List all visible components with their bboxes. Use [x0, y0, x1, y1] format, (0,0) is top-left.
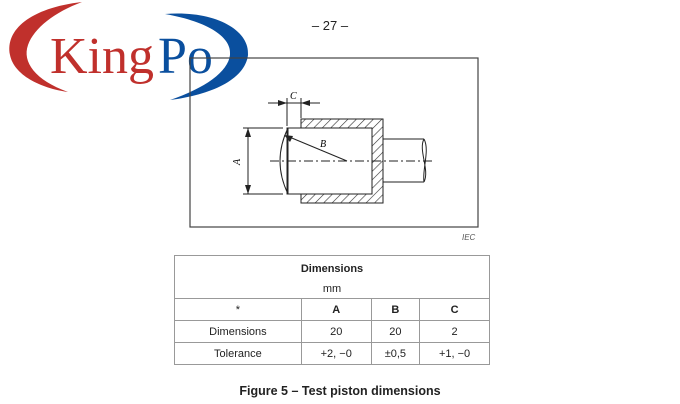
- table-cell: +1, −0: [419, 342, 490, 365]
- table-cell: ±0,5: [370, 342, 421, 365]
- label-c: C: [290, 91, 297, 102]
- table-row: Dimensions 20 20 2: [174, 320, 490, 343]
- logo-text-po: Po: [158, 28, 213, 85]
- table-cell: 20: [300, 320, 372, 343]
- table-row: Tolerance +2, −0 ±0,5 +1, −0: [174, 342, 490, 365]
- table-cell: +2, −0: [300, 342, 372, 365]
- logo-text-king: King: [50, 28, 154, 85]
- header-cell: B: [370, 298, 421, 321]
- figure-source: IEC: [462, 233, 476, 242]
- table-cell: 2: [419, 320, 490, 343]
- table-cell: Tolerance: [174, 342, 302, 365]
- table-cell: 20: [370, 320, 421, 343]
- header-cell: C: [419, 298, 490, 321]
- table-header-row: * A B C: [174, 298, 490, 321]
- radius-b-line: [286, 135, 348, 162]
- kingpo-logo: King Po: [9, 2, 249, 101]
- figure-caption: Figure 5 – Test piston dimensions: [239, 384, 441, 398]
- dimensions-table: Dimensions mm * A B C Dimensions 20 20 2…: [174, 255, 490, 365]
- table-title: Dimensions: [174, 255, 490, 280]
- piston-rod: [383, 138, 427, 183]
- page-number: – 27 –: [311, 18, 349, 33]
- piston-face: [279, 127, 289, 195]
- figure-frame: [189, 57, 479, 228]
- label-a: A: [232, 158, 243, 166]
- dimension-c: C: [268, 91, 320, 126]
- table-unit: mm: [174, 280, 490, 299]
- table-cell: Dimensions: [174, 320, 302, 343]
- label-b: B: [320, 139, 326, 150]
- header-cell: A: [300, 298, 372, 321]
- header-cell: *: [174, 298, 302, 321]
- dimension-a: A: [232, 127, 283, 195]
